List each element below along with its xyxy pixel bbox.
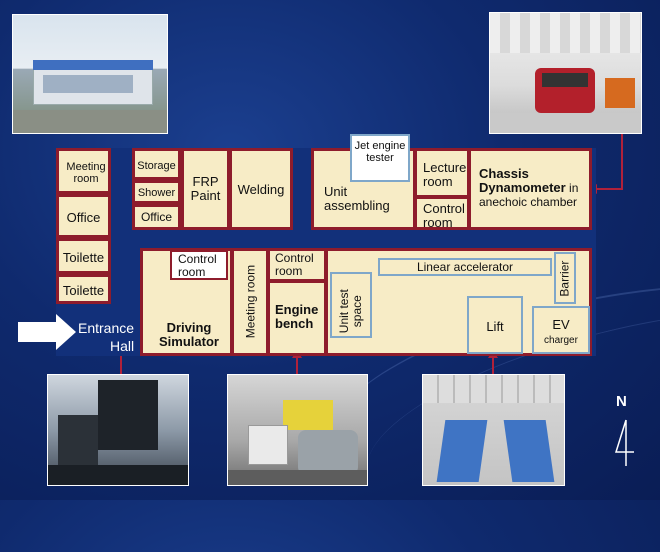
room-label: Unit test space xyxy=(336,289,364,334)
room-lift: Lift xyxy=(467,296,523,354)
room-office-mid: Office xyxy=(132,204,181,230)
room-label: Driving Simulator xyxy=(159,320,219,350)
room-label: Office xyxy=(140,210,173,224)
room-label: Engine bench xyxy=(275,302,319,332)
room-label: Storage xyxy=(137,160,176,172)
building-exterior-photo xyxy=(12,14,168,134)
room-label: FRP Paint xyxy=(190,174,221,204)
room-barrier: Barrier xyxy=(554,252,576,304)
room-label: Lift xyxy=(486,319,504,334)
room-office-left: Office xyxy=(56,194,111,238)
room-label: Lecture room xyxy=(423,160,467,190)
connector-line xyxy=(596,188,623,190)
room-control-sim: Control room xyxy=(170,250,228,280)
connector-line xyxy=(296,355,298,374)
entrance-arrow-icon xyxy=(18,322,58,342)
room-label-rest: in anechoic chamber xyxy=(479,181,579,209)
room-label: Meeting room xyxy=(66,161,106,186)
room-jet-engine-tester: Jet engine tester xyxy=(350,134,410,182)
room-toilette-1: Toilette xyxy=(56,238,111,274)
connector-line xyxy=(621,134,623,190)
room-label: Unit assembling xyxy=(324,184,390,214)
room-toilette-2: Toilette xyxy=(56,274,111,304)
room-unit-test-space: Unit test space xyxy=(330,272,372,338)
room-storage: Storage xyxy=(132,148,181,180)
room-label: Toilette xyxy=(62,250,105,265)
entrance-arrow-icon xyxy=(56,314,76,350)
room-ev-charger: EV charger xyxy=(532,306,590,354)
connector-line xyxy=(120,352,122,374)
room-label: Shower xyxy=(137,187,176,199)
room-label: Chassis Dynamometer in anechoic chamber xyxy=(479,166,591,209)
entrance-label: Entrance xyxy=(78,320,135,336)
room-label: Control room xyxy=(275,251,314,279)
room-label: Control room xyxy=(423,201,465,231)
room-lecture: Lecture room xyxy=(414,148,470,198)
room-welding: Welding xyxy=(229,148,293,230)
room-frp-paint: FRP Paint xyxy=(181,148,230,230)
room-label: Linear accelerator xyxy=(416,260,514,274)
room-linear-accelerator: Linear accelerator xyxy=(378,258,552,276)
room-label: Jet engine tester xyxy=(354,140,406,165)
room-label: Meeting room xyxy=(243,264,258,339)
room-label: charger xyxy=(544,335,578,346)
room-chassis-dynamometer: Chassis Dynamometer in anechoic chamber xyxy=(468,148,592,230)
connector-line xyxy=(492,355,494,374)
room-shower: Shower xyxy=(132,180,181,204)
room-control-engine: Control room xyxy=(267,248,327,282)
room-control-top: Control room xyxy=(414,196,470,230)
room-label: Toilette xyxy=(62,283,105,298)
engine-bench-photo xyxy=(227,374,368,486)
compass-arrow-icon xyxy=(614,419,634,466)
driving-simulator-photo xyxy=(47,374,189,486)
compass-north-label: N xyxy=(616,393,627,410)
hall-label: Hall xyxy=(110,338,135,354)
room-label-bold: Chassis Dynamometer xyxy=(479,166,566,196)
room-meeting-left: Meeting room xyxy=(56,148,111,194)
room-label: Welding xyxy=(237,182,285,197)
room-engine-bench: Engine bench xyxy=(267,280,327,356)
room-label: Office xyxy=(66,210,101,225)
room-meeting-vertical: Meeting room xyxy=(231,248,269,356)
room-label: EV xyxy=(552,317,570,332)
lift-photo xyxy=(422,374,565,486)
chassis-dynamometer-photo xyxy=(489,12,642,134)
room-label: Control room xyxy=(178,252,217,280)
room-label: Barrier xyxy=(557,260,572,297)
